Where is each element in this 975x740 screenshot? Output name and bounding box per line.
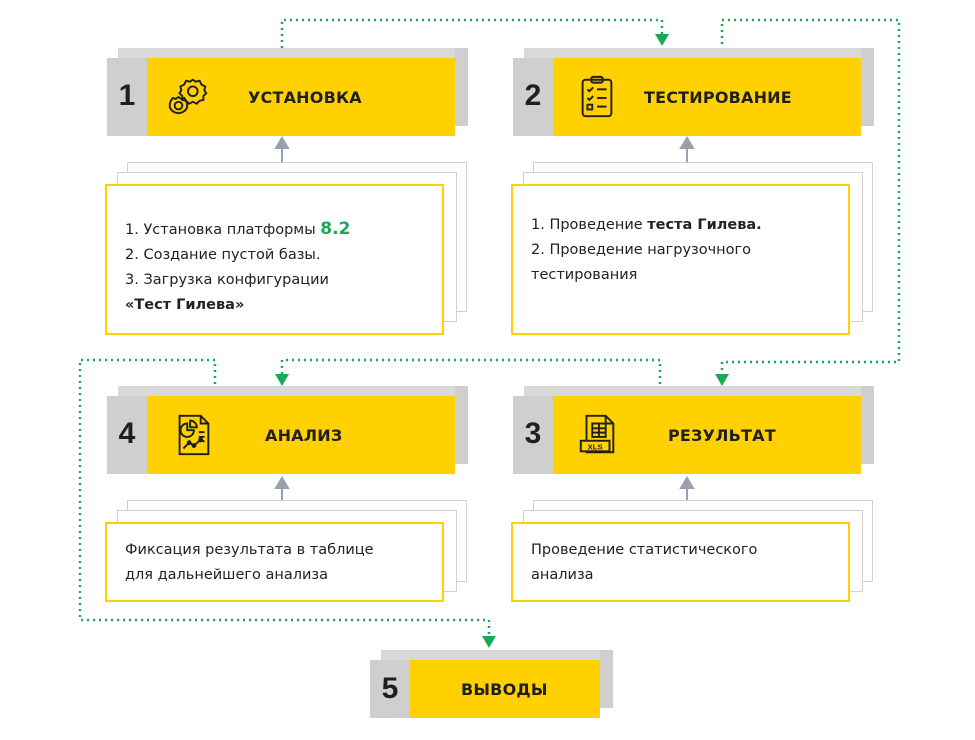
platform-version: 8.2 <box>320 219 351 239</box>
card-line: «Тест Гилева» <box>125 297 245 313</box>
step-number: 5 <box>381 672 399 705</box>
card-line: 3. Загрузка конфигурации <box>125 272 329 288</box>
arrowhead-step1 <box>274 136 290 149</box>
card-line: Проведение статистического <box>531 542 758 558</box>
arrowhead-to-step3 <box>715 374 729 386</box>
clipboard-checklist-icon <box>581 75 613 118</box>
step-number: 4 <box>118 417 136 450</box>
step-title: ВЫВОДЫ <box>461 680 548 699</box>
step-number: 1 <box>118 79 136 112</box>
connector-4-5 <box>78 358 491 636</box>
card-line: 1. Установка платформы 8.2 <box>125 219 351 239</box>
step-number: 3 <box>524 417 542 450</box>
connector-2-3 <box>720 18 901 374</box>
connector-3-4 <box>280 358 662 384</box>
arrowhead-to-step4 <box>275 374 289 386</box>
step-number: 2 <box>524 79 542 112</box>
step-title: ТЕСТИРОВАНИЕ <box>644 88 792 107</box>
card-line: анализа <box>531 567 594 583</box>
card-line: 2. Проведение нагрузочного <box>531 242 752 258</box>
xls-file-icon: XLS <box>579 414 615 454</box>
arrowhead-step3 <box>679 476 695 489</box>
gears-icon <box>168 78 208 115</box>
step-title: РЕЗУЛЬТАТ <box>668 426 776 445</box>
arrowhead-to-step2 <box>655 34 669 46</box>
card-line: Фиксация результата в таблице <box>125 542 374 558</box>
card-line: 2. Создание пустой базы. <box>125 247 321 263</box>
card-line: 1. Проведение теста Гилева. <box>531 217 762 233</box>
arrowhead-step4 <box>274 476 290 489</box>
arrowhead-step2 <box>679 136 695 149</box>
connector-1-2 <box>280 18 664 48</box>
svg-text:XLS: XLS <box>588 442 603 451</box>
card-line: тестирования <box>531 267 638 283</box>
arrowhead-to-step5 <box>482 636 496 648</box>
step-title: УСТАНОВКА <box>248 88 362 107</box>
report-chart-icon <box>178 414 210 456</box>
card-line: для дальнейшего анализа <box>125 567 328 583</box>
step-title: АНАЛИЗ <box>265 426 343 445</box>
